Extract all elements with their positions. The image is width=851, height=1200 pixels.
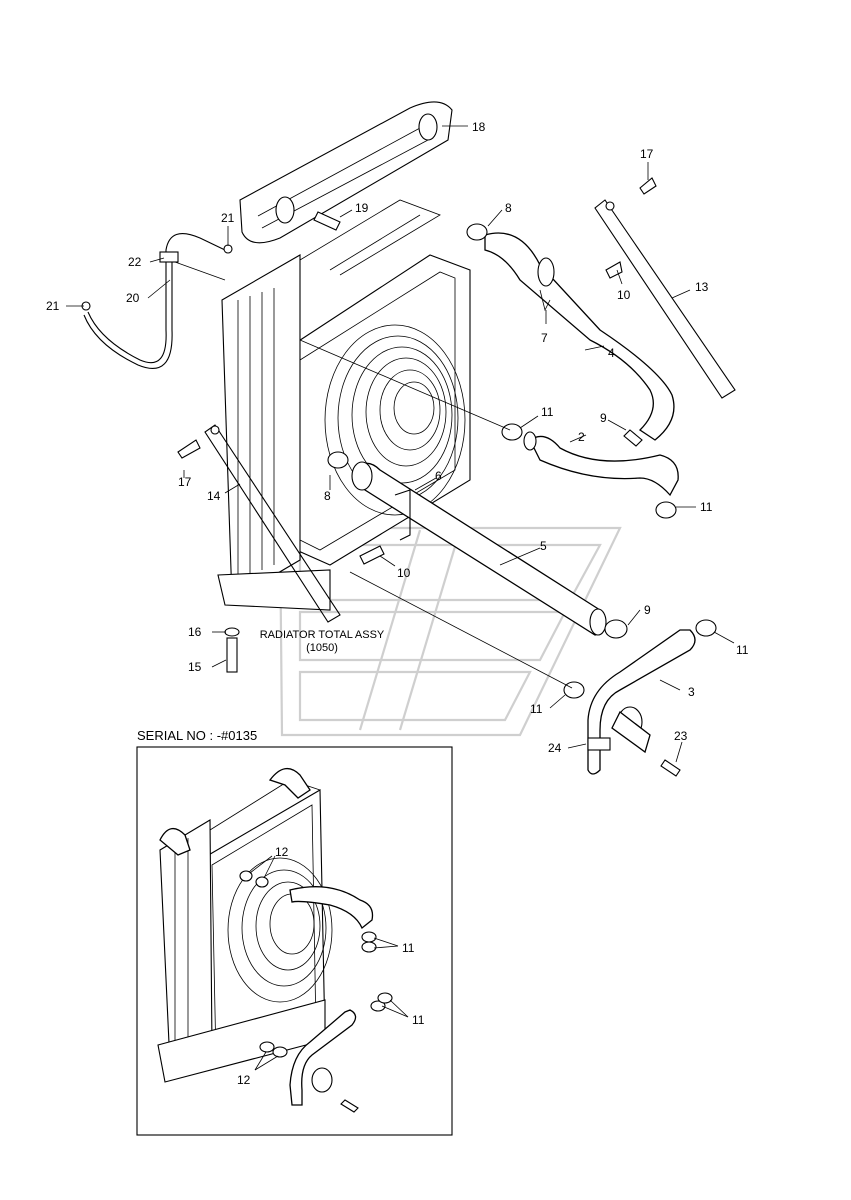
bolts xyxy=(177,177,681,777)
label-17-left: 17 xyxy=(178,475,192,489)
label-8-top: 8 xyxy=(505,201,512,215)
label-8-lower: 8 xyxy=(324,489,331,503)
label-13: 13 xyxy=(695,280,709,294)
label-10-lower: 10 xyxy=(397,566,411,580)
top-cover-plate xyxy=(239,101,453,244)
inset-label-11-lower: 11 xyxy=(412,1013,425,1027)
label-10-top: 10 xyxy=(617,288,631,302)
radiator-core xyxy=(217,199,471,611)
inset-radiator xyxy=(157,768,409,1113)
lower-hose xyxy=(351,461,607,637)
label-9-lower: 9 xyxy=(644,603,651,617)
label-19: 19 xyxy=(355,201,369,215)
breather-pipe xyxy=(81,233,233,370)
label-11-right: 11 xyxy=(700,500,713,514)
label-24: 24 xyxy=(548,741,562,755)
inset-label-11-upper: 11 xyxy=(402,941,415,955)
label-22: 22 xyxy=(128,255,142,269)
hose-2 xyxy=(523,431,679,497)
hose-clamps xyxy=(327,223,717,699)
label-5: 5 xyxy=(540,539,547,553)
label-21-top: 21 xyxy=(221,211,235,225)
watermark-logo xyxy=(278,526,622,737)
label-18: 18 xyxy=(472,120,486,134)
label-6: 6 xyxy=(435,469,442,483)
serial-label: SERIAL NO : -#0135 xyxy=(137,728,257,743)
assembly-title: RADIATOR TOTAL ASSY xyxy=(260,629,385,641)
label-14: 14 xyxy=(207,489,221,503)
assembly-code: (1050) xyxy=(306,642,338,654)
label-11-upper: 11 xyxy=(541,405,554,419)
stay-rods xyxy=(204,199,736,623)
label-23: 23 xyxy=(674,729,688,743)
leader-lines xyxy=(66,125,735,763)
label-2: 2 xyxy=(578,430,585,444)
inset-label-12-lower: 12 xyxy=(237,1073,251,1087)
upper-hose xyxy=(484,232,675,441)
label-21-left: 21 xyxy=(46,299,60,313)
label-20: 20 xyxy=(126,291,140,305)
label-11-far-right: 11 xyxy=(736,643,749,657)
hose-3 xyxy=(587,629,696,775)
inset-frame xyxy=(136,746,453,1136)
label-7: 7 xyxy=(541,331,548,345)
label-11-lower: 11 xyxy=(530,702,543,716)
label-4: 4 xyxy=(608,346,615,360)
label-16: 16 xyxy=(188,625,202,639)
inset-label-12-upper: 12 xyxy=(275,845,289,859)
label-3: 3 xyxy=(688,685,695,699)
label-17-top: 17 xyxy=(640,147,654,161)
label-9-upper: 9 xyxy=(600,411,607,425)
label-15: 15 xyxy=(188,660,202,674)
